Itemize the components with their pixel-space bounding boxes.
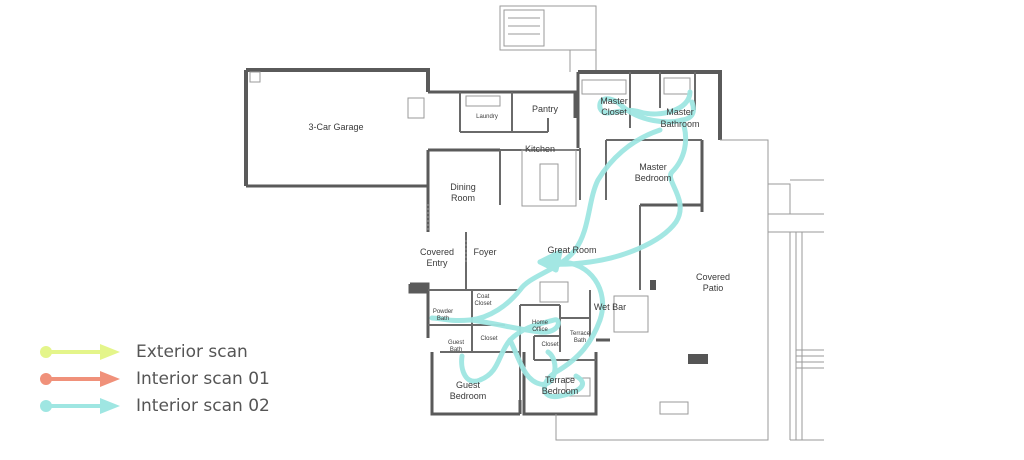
room-foyer: Foyer xyxy=(473,247,496,257)
legend-label-exterior: Exterior scan xyxy=(136,341,248,362)
covered-patio-outline xyxy=(555,139,824,441)
room-dining-2: Room xyxy=(451,193,475,203)
room-master-closet-2: Closet xyxy=(601,107,627,117)
room-covered-entry-2: Entry xyxy=(426,258,448,268)
legend-arrow-interior-01 xyxy=(40,370,120,387)
room-home-office-2: Office xyxy=(532,327,548,333)
legend-interior-scan-02: Interior scan 02 xyxy=(36,392,270,419)
room-great-room: Great Room xyxy=(547,245,596,255)
legend-label-interior-01: Interior scan 01 xyxy=(136,368,270,389)
room-terrace-bath-1: Terrace xyxy=(570,331,591,337)
room-garage: 3-Car Garage xyxy=(308,122,363,132)
legend-interior-scan-01: Interior scan 01 xyxy=(36,365,270,392)
room-master-bed-1: Master xyxy=(639,162,667,172)
room-master-bath-1: Master xyxy=(666,107,694,117)
scan-legend: Exterior scan Interior scan 01 Interior … xyxy=(36,338,270,419)
patio-column xyxy=(650,280,656,290)
room-master-closet-1: Master xyxy=(600,96,628,106)
room-master-bed-2: Bedroom xyxy=(635,173,672,183)
room-home-office-1: Home xyxy=(532,320,549,326)
room-covered-entry-1: Covered xyxy=(420,247,454,257)
room-closet-b: Closet xyxy=(541,342,558,348)
fixtures xyxy=(249,71,691,415)
room-guest-bath-2: Bath xyxy=(450,347,462,353)
room-closet-a: Closet xyxy=(480,336,497,342)
room-terrace-bed-2: Bedroom xyxy=(542,386,579,396)
room-dining-1: Dining xyxy=(450,182,476,192)
legend-exterior-scan: Exterior scan xyxy=(36,338,270,365)
room-laundry: Laundry xyxy=(476,114,498,120)
room-covered-patio-1: Covered xyxy=(696,272,730,282)
room-master-bath-2: Bathroom xyxy=(660,119,699,129)
legend-label-interior-02: Interior scan 02 xyxy=(136,395,270,416)
room-guest-bath-1: Guest xyxy=(448,340,464,346)
exterior-walls xyxy=(244,68,722,416)
room-wet-bar: Wet Bar xyxy=(594,302,626,312)
room-powder-1: Powder xyxy=(433,309,453,315)
patio-fireplace xyxy=(688,354,708,364)
pool-structure xyxy=(499,5,597,72)
room-covered-patio-2: Patio xyxy=(703,283,724,293)
room-terrace-bed-1: Terrace xyxy=(545,375,575,385)
legend-arrow-exterior xyxy=(40,343,120,360)
room-pantry: Pantry xyxy=(532,104,559,114)
room-guest-bed-2: Bedroom xyxy=(450,391,487,401)
room-guest-bed-1: Guest xyxy=(456,380,481,390)
legend-arrow-interior-02 xyxy=(40,397,120,414)
room-coat-closet-1: Coat xyxy=(477,294,490,300)
room-coat-closet-2: Closet xyxy=(474,301,491,307)
room-powder-2: Bath xyxy=(437,316,449,322)
room-terrace-bath-2: Bath xyxy=(574,338,586,344)
interior-scan-02-path xyxy=(429,89,696,400)
room-kitchen: Kitchen xyxy=(525,144,555,154)
